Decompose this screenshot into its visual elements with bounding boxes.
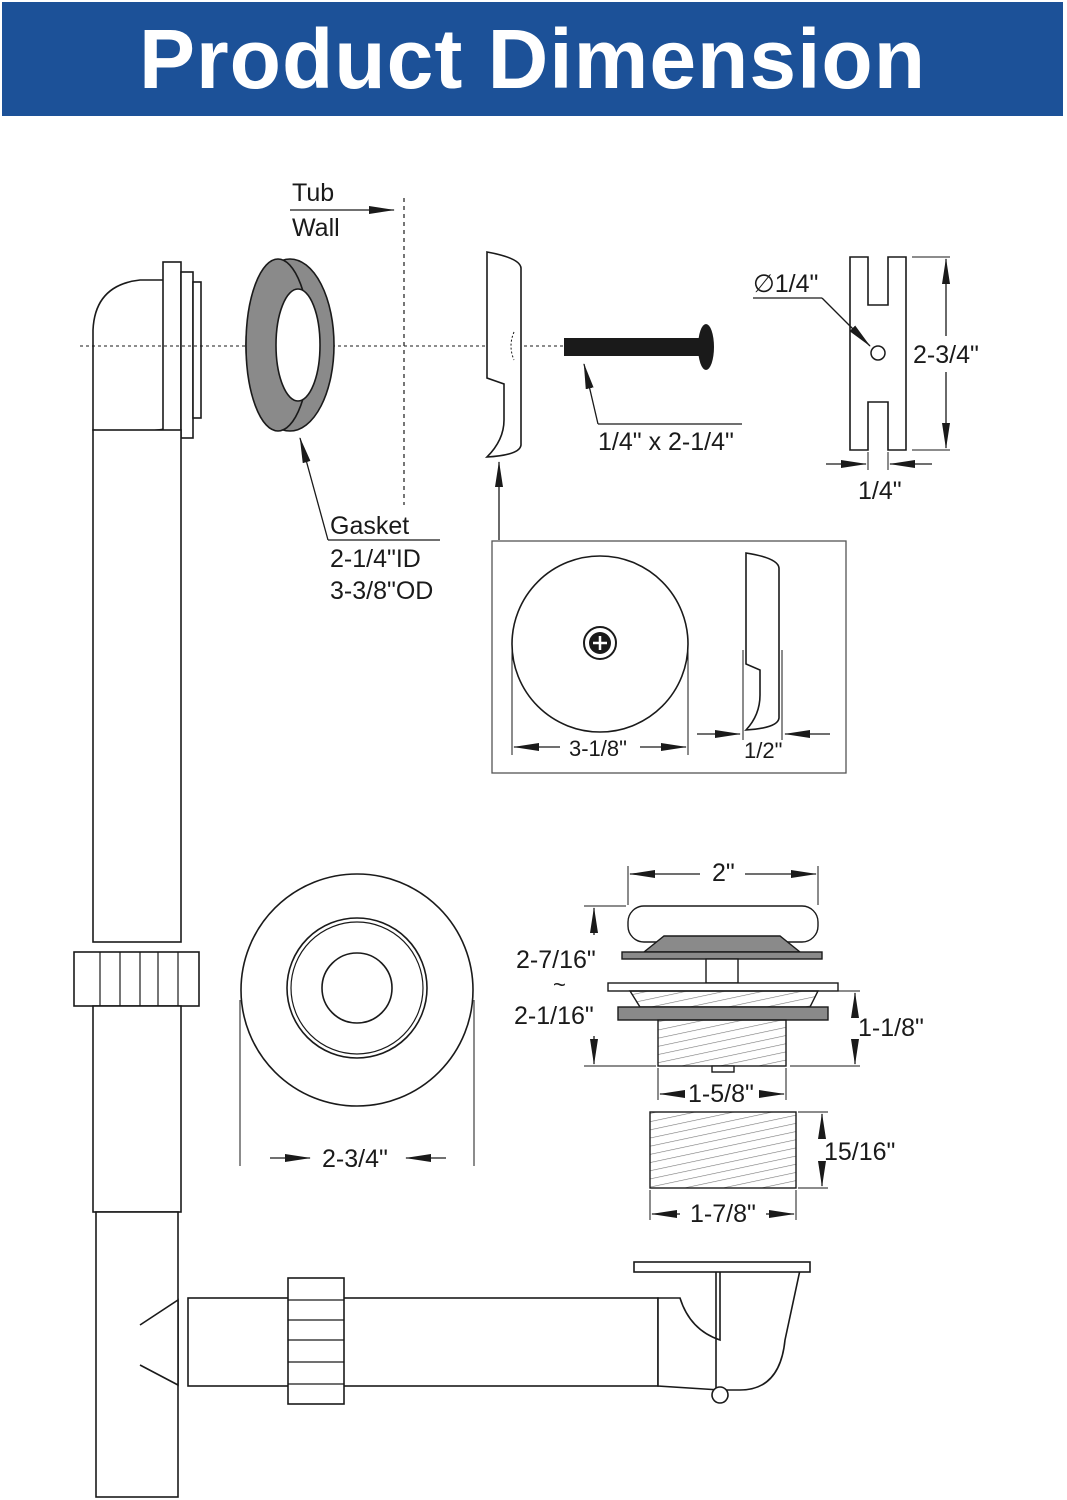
header-banner: Product Dimension (2, 2, 1063, 116)
shoe-nut (287, 1277, 345, 1405)
body-diameter-label: 1-5/8" (688, 1080, 754, 1108)
gasket-title: Gasket (330, 512, 409, 540)
bracket-hole (870, 345, 886, 361)
hole-leader (821, 297, 871, 347)
overflow-elbow (92, 279, 171, 433)
drain-shoe (657, 1269, 801, 1391)
stopper-height-max-label: 2-7/16" (516, 946, 596, 974)
bracket-width-label: 1/4" (858, 477, 902, 505)
flange-diameter-label: 2-3/4" (322, 1145, 388, 1173)
drain-flange-inner (321, 952, 393, 1024)
drain-pipe-assembly (73, 261, 811, 1498)
drain-shoe-flange (633, 1261, 811, 1273)
stopper-top-label: 2" (712, 859, 735, 887)
drain-body-flange (607, 982, 839, 992)
page-title: Product Dimension (138, 12, 927, 106)
elbow-flange-lip (192, 281, 202, 419)
adapter-thread (649, 1111, 797, 1189)
elbow-flange (162, 261, 182, 437)
hole-diameter-label: ∅1/4" (753, 270, 818, 298)
gasket-id-label: 2-1/4"ID (330, 545, 421, 573)
coupling-nut (73, 951, 200, 1007)
stopper-cone (642, 935, 802, 953)
stopper-assembly (607, 905, 839, 1189)
adapter-diameter-label: 1-7/8" (690, 1200, 756, 1228)
gasket (245, 258, 335, 432)
screw (564, 324, 714, 370)
tub-wall-label-1: Tub (292, 179, 334, 207)
lower-vertical-tube (92, 1005, 182, 1213)
faceplate-profile (744, 552, 780, 731)
screw-label: 1/4" x 2-1/4" (598, 428, 734, 456)
gasket-od-label: 3-3/8"OD (330, 577, 433, 605)
screw-leader (583, 363, 599, 425)
gasket-leader (299, 437, 329, 541)
tub-wall-label-2: Wall (292, 214, 340, 242)
tee-outlet (139, 1298, 179, 1387)
upper-vertical-tube (92, 429, 182, 943)
elbow-flange-rim (180, 271, 194, 439)
plate-depth-label: 1/2" (744, 738, 782, 763)
plate-diameter-label: 3-1/8" (569, 736, 627, 761)
tilde-label: ~ (553, 972, 566, 997)
stopper-stem (705, 958, 739, 984)
shoe-pin (711, 1386, 729, 1404)
bracket-height-label: 2-3/4" (913, 341, 979, 369)
shoe-horizontal-tube (187, 1297, 659, 1387)
body-height-label: 1-1/8" (858, 1014, 924, 1042)
drain-body-thread (657, 1019, 787, 1067)
stopper-height-min-label: 2-1/16" (514, 1002, 594, 1030)
adapter-height-label: 15/16" (824, 1138, 895, 1166)
faceplate-side (484, 251, 522, 458)
